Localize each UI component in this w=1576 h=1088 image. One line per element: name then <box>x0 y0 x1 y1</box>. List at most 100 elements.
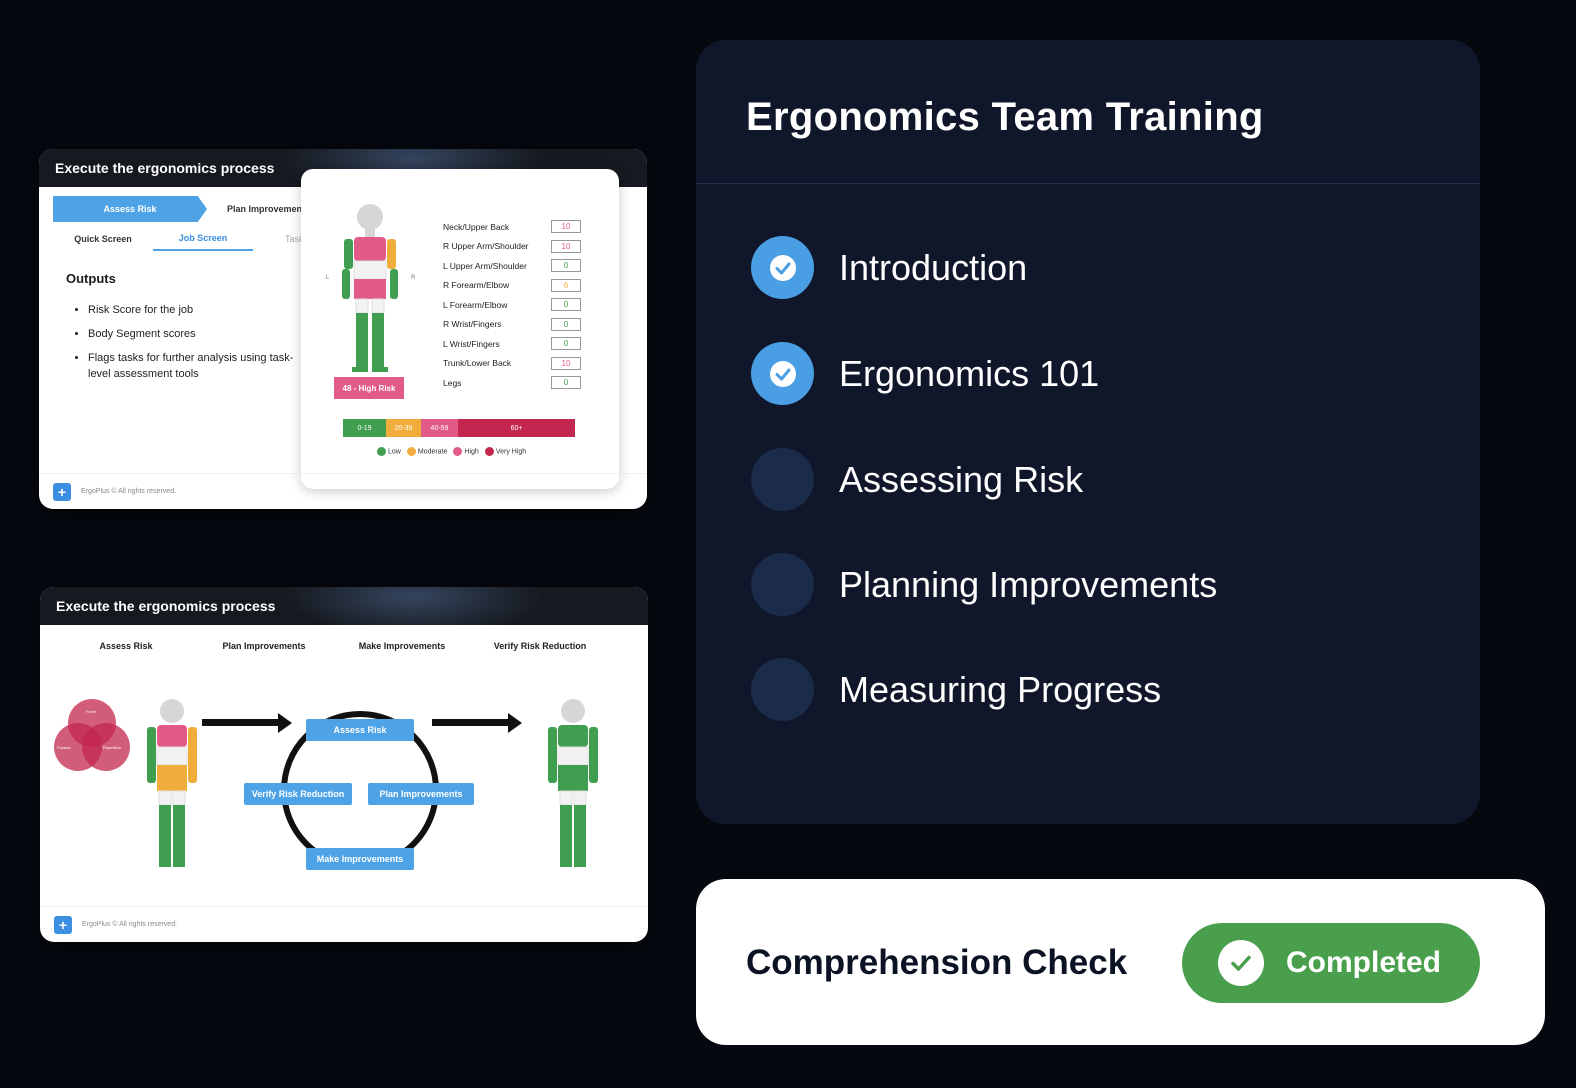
step-plan-improvements[interactable]: Plan Improvements <box>227 204 311 214</box>
phase-plan-improvements[interactable]: Plan Improvements <box>192 633 336 659</box>
segment-score: 0 <box>551 259 581 273</box>
segment-label: L Forearm/Elbow <box>443 299 508 310</box>
segment-score: 0 <box>551 337 581 351</box>
incomplete-circle-icon <box>751 448 814 511</box>
arrow-right-icon <box>432 713 522 733</box>
segment-score: 0 <box>551 298 581 312</box>
process-cycle-slide: Execute the ergonomics process Assess Ri… <box>40 587 648 942</box>
incomplete-circle-icon <box>751 553 814 616</box>
checkmark-icon <box>1218 940 1264 986</box>
lesson-label: Assessing Risk <box>839 458 1084 500</box>
cycle-plan-improvements[interactable]: Plan Improvements <box>368 783 474 805</box>
venn-label-force: Force <box>86 709 97 714</box>
legend-item: Very High <box>484 447 526 456</box>
risk-factors-venn-icon <box>54 699 130 771</box>
segment-label: Legs <box>443 377 462 388</box>
segment-score: 0 <box>551 376 581 390</box>
score-row: L Upper Arm/Shoulder 0 <box>443 256 581 276</box>
tab-job-screen[interactable]: Job Screen <box>153 227 253 251</box>
segment-label: R Forearm/Elbow <box>443 280 510 291</box>
lesson-label: Measuring Progress <box>839 668 1162 710</box>
comprehension-check-card: Comprehension Check Completed <box>696 879 1545 1045</box>
scale-low: 0-19 <box>343 419 386 437</box>
copyright-text: ErgoPlus © All rights reserved. <box>81 488 177 495</box>
venn-label-posture: Posture <box>57 745 71 750</box>
body-figure-after-icon <box>548 699 598 867</box>
body-right-marker: R <box>411 275 416 281</box>
phase-make-improvements[interactable]: Make Improvements <box>330 633 474 659</box>
ergoplus-logo-icon: + <box>53 482 71 501</box>
process-steps: Assess Risk Plan Improvements <box>53 196 310 222</box>
comprehension-title: Comprehension Check <box>746 943 1128 982</box>
checkmark-icon <box>751 236 814 299</box>
score-row: R Wrist/Fingers 0 <box>443 315 581 335</box>
venn-label-repetition: Repetition <box>103 745 122 750</box>
segment-score: 0 <box>551 317 581 331</box>
lesson-label: Ergonomics 101 <box>839 352 1100 394</box>
step-assess-risk[interactable]: Assess Risk <box>53 196 207 222</box>
list-item: Flags tasks for further analysis using t… <box>88 350 306 382</box>
status-label: Completed <box>1286 946 1442 979</box>
lesson-item-planning-improvements[interactable]: Planning Improvements <box>751 553 1217 616</box>
cycle-make-improvements[interactable]: Make Improvements <box>306 848 414 870</box>
lesson-item-assessing-risk[interactable]: Assessing Risk <box>751 448 1083 511</box>
score-row: Trunk/Lower Back 10 <box>443 354 581 374</box>
scale-moderate: 20-39 <box>386 419 421 437</box>
tab-quick-screen[interactable]: Quick Screen <box>74 234 132 244</box>
score-row: R Upper Arm/Shoulder 10 <box>443 237 581 257</box>
course-title: Ergonomics Team Training <box>746 95 1264 139</box>
segment-label: Trunk/Lower Back <box>443 358 512 369</box>
training-progress-panel: Ergonomics Team Training Introduction Er… <box>696 40 1480 824</box>
lesson-item-measuring-progress[interactable]: Measuring Progress <box>751 658 1161 721</box>
cycle-verify-risk-reduction[interactable]: Verify Risk Reduction <box>244 783 352 805</box>
scale-high: 40-59 <box>421 419 458 437</box>
list-item: Body Segment scores <box>88 326 306 342</box>
legend-item: Moderate <box>406 447 447 456</box>
score-row: Legs 0 <box>443 373 581 393</box>
checkmark-icon <box>751 342 814 405</box>
slide-footer: + ErgoPlus © All rights reserved. <box>39 473 647 509</box>
lesson-label: Planning Improvements <box>839 563 1218 605</box>
score-row: Neck/Upper Back 10 <box>443 217 581 237</box>
phase-assess-risk[interactable]: Assess Risk <box>54 633 198 659</box>
segment-label: L Upper Arm/Shoulder <box>443 260 527 271</box>
ergoplus-logo-icon: + <box>54 915 72 934</box>
divider <box>696 183 1480 184</box>
risk-scale: 0-19 20-39 40-59 60+ <box>343 419 575 437</box>
segment-score: 6 <box>551 278 581 292</box>
lesson-item-introduction[interactable]: Introduction <box>751 236 1027 299</box>
score-row: L Forearm/Elbow 0 <box>443 295 581 315</box>
lesson-label: Introduction <box>839 246 1028 288</box>
segment-label: R Wrist/Fingers <box>443 319 502 330</box>
scale-very-high: 60+ <box>458 419 575 437</box>
score-row: L Wrist/Fingers 0 <box>443 334 581 354</box>
outputs-title: Outputs <box>66 271 116 286</box>
segment-score: 10 <box>551 239 581 253</box>
segment-score: 10 <box>551 356 581 370</box>
risk-legend: Low Moderate High Very High <box>377 447 526 456</box>
incomplete-circle-icon <box>751 658 814 721</box>
process-phases: Assess Risk Plan Improvements Make Impro… <box>54 633 612 659</box>
outputs-list: Risk Score for the job Body Segment scor… <box>66 302 306 382</box>
cycle-assess-risk[interactable]: Assess Risk <box>306 719 414 741</box>
outputs-section: Outputs Risk Score for the job Body Segm… <box>66 271 306 390</box>
phase-verify-risk-reduction[interactable]: Verify Risk Reduction <box>468 633 612 659</box>
segment-label: R Upper Arm/Shoulder <box>443 241 529 252</box>
body-left-marker: L <box>326 275 330 281</box>
segment-label: Neck/Upper Back <box>443 221 510 232</box>
body-figure-icon <box>342 204 398 372</box>
copyright-text: ErgoPlus © All rights reserved. <box>82 921 178 928</box>
risk-score-badge: 48 - High Risk <box>334 377 404 399</box>
segment-score: 10 <box>551 220 581 234</box>
lesson-item-ergonomics-101[interactable]: Ergonomics 101 <box>751 342 1099 405</box>
legend-item: High <box>453 447 479 456</box>
completed-status-button[interactable]: Completed <box>1182 923 1480 1003</box>
score-row: R Forearm/Elbow 6 <box>443 276 581 296</box>
arrow-right-icon <box>202 713 292 733</box>
segment-label: L Wrist/Fingers <box>443 338 500 349</box>
slide-header: Execute the ergonomics process <box>40 587 648 625</box>
slide-footer: + ErgoPlus © All rights reserved. <box>40 906 648 942</box>
list-item: Risk Score for the job <box>88 302 306 318</box>
